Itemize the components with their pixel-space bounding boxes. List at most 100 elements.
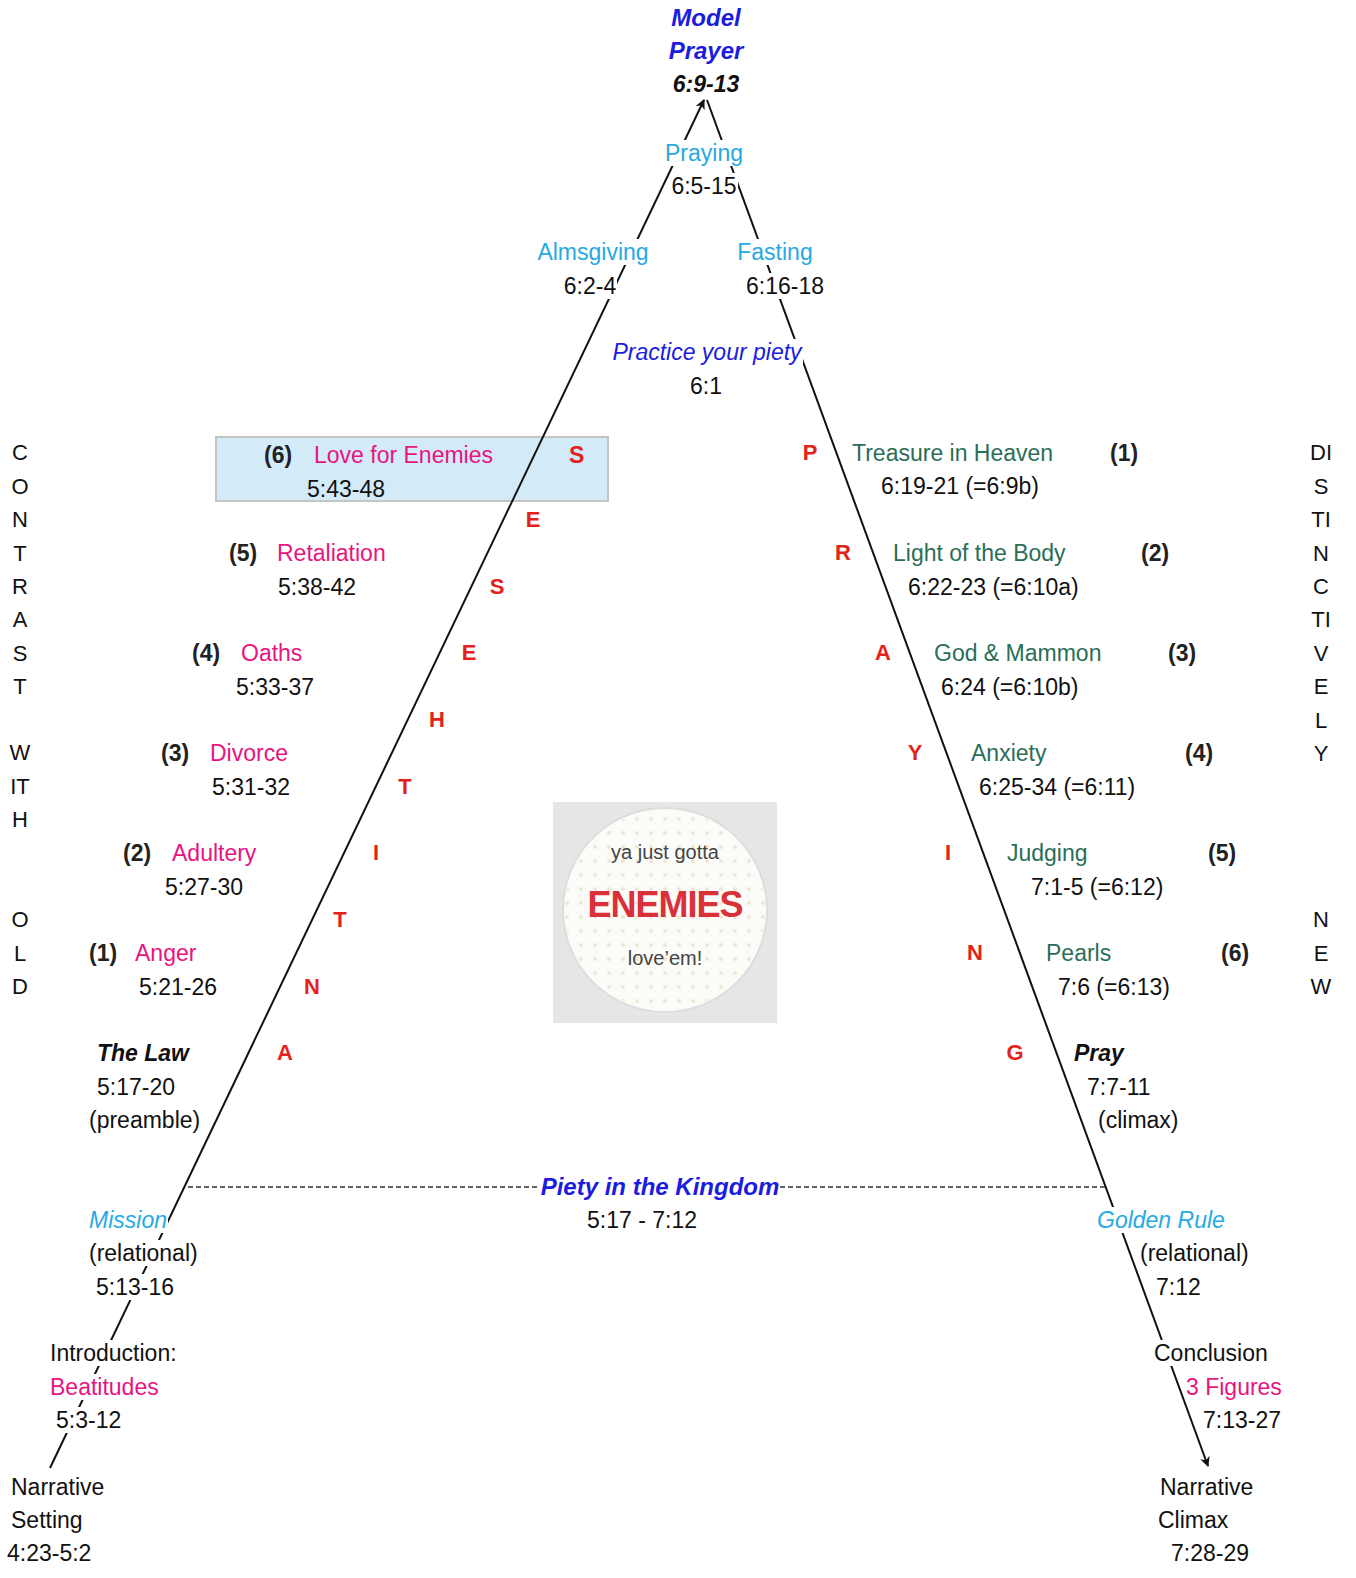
reference-text: (climax): [1097, 1107, 1180, 1133]
acrostic-letter: T: [398, 774, 411, 800]
acrostic-letter: S: [569, 442, 584, 468]
antithesis-label: Retaliation: [276, 540, 387, 566]
teaching-label: Anxiety: [970, 740, 1047, 766]
reference-text: 7:1-5 (=6:12): [1030, 874, 1164, 900]
vertical-caption: NEW: [1310, 903, 1332, 1003]
section-title: Practice your piety: [611, 339, 802, 365]
practice-label: Praying: [664, 140, 744, 166]
reference-text: 5:21-26: [138, 974, 218, 1000]
reference-text: 5:38-42: [277, 574, 357, 600]
reference-text: 5:43-48: [307, 476, 385, 502]
reference-text: 5:17-20: [96, 1074, 176, 1100]
reference-text: 5:13-16: [95, 1274, 175, 1300]
button-badge: [563, 808, 767, 1012]
callout-number: (1): [88, 940, 118, 966]
antithesis-label: Beatitudes: [49, 1374, 160, 1400]
acrostic-letter: E: [526, 507, 541, 533]
reference-text: 7:12: [1155, 1274, 1202, 1300]
reference-text: Introduction:: [49, 1340, 178, 1366]
photo-ground: [553, 802, 777, 1023]
vertical-caption: DISTINCTIVELY: [1310, 436, 1332, 770]
acrostic-letter: Y: [908, 740, 923, 766]
reference-text: Conclusion: [1153, 1340, 1269, 1366]
vertical-caption: CONTRAST: [9, 436, 31, 703]
reference-text: 5:33-37: [235, 674, 315, 700]
reference-text: (relational): [1139, 1240, 1250, 1266]
acrostic-letter: H: [429, 707, 445, 733]
reference-text: Narrative: [10, 1474, 105, 1500]
button-pattern: [565, 810, 765, 1010]
reference-text: 6:19-21 (=6:9b): [880, 473, 1040, 499]
callout-number: (6): [1220, 940, 1250, 966]
reference-text: 6:16-18: [745, 273, 825, 299]
vertical-caption: WITH: [9, 736, 31, 836]
antithesis-label: Oaths: [240, 640, 303, 666]
ascending-arrow: [50, 100, 704, 1468]
reference-text: Narrative: [1159, 1474, 1254, 1500]
acrostic-letter: G: [1006, 1040, 1023, 1066]
reference-text: (preamble): [88, 1107, 201, 1133]
button-text: love’em!: [628, 945, 702, 971]
teaching-label: Treasure in Heaven: [851, 440, 1054, 466]
button-word: ENEMIES: [587, 885, 742, 925]
callout-number: (6): [264, 442, 292, 468]
teaching-label: Light of the Body: [892, 540, 1067, 566]
acrostic-letter: P: [803, 440, 818, 466]
callout-number: (5): [228, 540, 258, 566]
reference-text: 6:24 (=6:10b): [940, 674, 1079, 700]
section-title: Prayer: [668, 38, 745, 64]
acrostic-letter: E: [462, 640, 477, 666]
practice-label: Almsgiving: [536, 239, 649, 265]
reference-text: 5:3-12: [55, 1407, 122, 1433]
section-label: Golden Rule: [1096, 1207, 1226, 1233]
callout-number: (3): [1167, 640, 1197, 666]
antithesis-label: 3 Figures: [1185, 1374, 1283, 1400]
acrostic-letter: A: [277, 1040, 293, 1066]
reference-text: 5:27-30: [164, 874, 244, 900]
acrostic-letter: I: [373, 840, 379, 866]
antithesis-label: Anger: [134, 940, 197, 966]
section-heading: 6:9-13: [672, 71, 740, 97]
button-text: ya just gotta: [611, 839, 719, 865]
reference-text: 5:31-32: [211, 774, 291, 800]
callout-number: (2): [122, 840, 152, 866]
reference-text: (relational): [88, 1240, 199, 1266]
vertical-caption: OLD: [9, 903, 31, 1003]
reference-text: 7:6 (=6:13): [1057, 974, 1171, 1000]
reference-text: 6:25-34 (=6:11): [978, 774, 1136, 800]
section-heading: Pray: [1073, 1040, 1125, 1066]
reference-text: 6:22-23 (=6:10a): [907, 574, 1080, 600]
reference-text: Climax: [1157, 1507, 1229, 1533]
callout-number: (1): [1109, 440, 1139, 466]
callout-number: (4): [191, 640, 221, 666]
reference-text: 7:28-29: [1170, 1540, 1250, 1566]
acrostic-letter: T: [333, 907, 346, 933]
acrostic-letter: A: [875, 640, 891, 666]
reference-text: 4:23-5:2: [6, 1540, 92, 1566]
section-label: Mission: [88, 1207, 168, 1233]
reference-text: 5:17 - 7:12: [586, 1207, 698, 1233]
reference-text: 6:5-15: [670, 173, 737, 199]
teaching-label: Judging: [1006, 840, 1089, 866]
acrostic-letter: S: [490, 574, 505, 600]
acrostic-letter: I: [945, 840, 951, 866]
reference-text: 7:7-11: [1086, 1074, 1152, 1100]
callout-number: (4): [1184, 740, 1214, 766]
teaching-label: Pearls: [1045, 940, 1112, 966]
callout-number: (3): [160, 740, 190, 766]
section-heading: The Law: [96, 1040, 190, 1066]
antithesis-label: Love for Enemies: [314, 442, 493, 468]
reference-text: 7:13-27: [1202, 1407, 1282, 1433]
callout-number: (5): [1207, 840, 1237, 866]
reference-text: 6:2-4: [563, 273, 617, 299]
antithesis-label: Adultery: [171, 840, 257, 866]
highlight-box: (6) Love for Enemies 5:43-48 S: [215, 436, 609, 502]
antithesis-label: Divorce: [209, 740, 289, 766]
section-title: Piety in the Kingdom: [540, 1174, 781, 1200]
descending-arrow: [707, 100, 1208, 1466]
practice-label: Fasting: [736, 239, 813, 265]
callout-number: (2): [1140, 540, 1170, 566]
teaching-label: God & Mammon: [933, 640, 1102, 666]
acrostic-letter: N: [967, 940, 983, 966]
acrostic-letter: R: [835, 540, 851, 566]
